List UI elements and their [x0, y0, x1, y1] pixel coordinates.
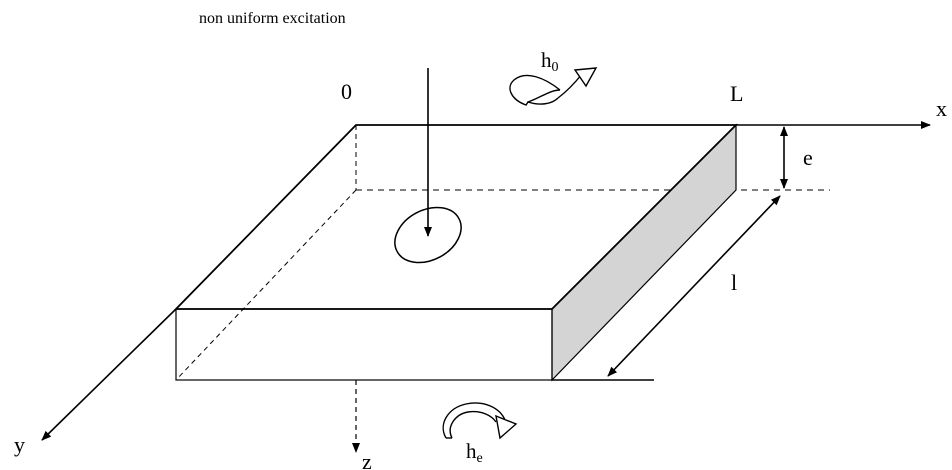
length-label: L — [730, 81, 743, 106]
x-axis-label: x — [936, 96, 947, 121]
y-axis-label: y — [14, 432, 25, 457]
thickness-label: e — [803, 145, 813, 170]
top-heat-coefficient-label: h0 — [541, 48, 559, 75]
bottom-heat-coefficient-base: h — [466, 439, 477, 463]
plate-front-face — [175, 308, 553, 381]
top-heat-coefficient-base: h — [541, 48, 552, 72]
bottom-curved-arrow-icon — [442, 402, 518, 440]
bottom-heat-coefficient-label: he — [466, 439, 483, 466]
excitation-spot — [394, 206, 462, 264]
y-axis — [41, 308, 177, 441]
bottom-heat-coefficient-subscript: e — [477, 451, 483, 466]
top-curved-arrow-icon — [509, 67, 598, 106]
hidden-left-bottom-edge — [175, 189, 357, 381]
excitation-label: non uniform excitation — [199, 10, 346, 27]
width-dimension-arrow — [607, 195, 781, 377]
origin-label: 0 — [341, 79, 352, 104]
z-axis-label: z — [362, 449, 372, 470]
width-label: l — [731, 270, 737, 295]
plate-side-face — [551, 123, 737, 382]
top-heat-coefficient-subscript: 0 — [552, 60, 559, 75]
